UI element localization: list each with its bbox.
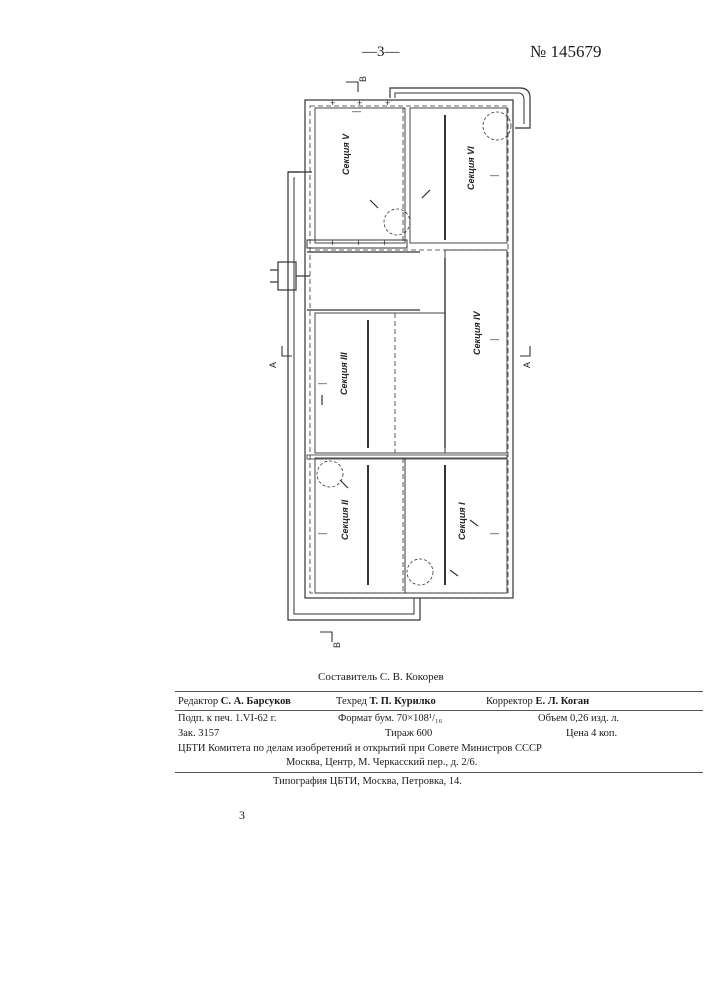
- section-2-label: Секция II: [340, 499, 350, 540]
- minus-mark: —: [490, 170, 499, 180]
- cut-b-top: В: [358, 76, 368, 82]
- compiler-line: Составитель С. В. Кокорев: [318, 671, 444, 683]
- plus-mark: +: [330, 98, 335, 108]
- address: Москва, Центр, М. Черкасский пер., д. 2/…: [286, 757, 477, 768]
- technical-drawing: Секция V Секция VI Секция IV Секция III …: [0, 0, 707, 660]
- cut-a-left: А: [268, 362, 278, 368]
- techred-name: Т. П. Курилко: [370, 696, 436, 707]
- minus-mark: —: [318, 378, 327, 388]
- corrector-name: Е. Л. Коган: [535, 696, 589, 707]
- plus-mark: +: [356, 238, 361, 248]
- corrector-label: Корректор: [486, 696, 533, 707]
- divider: [175, 772, 703, 773]
- section-4-label: Секция IV: [472, 310, 482, 355]
- page-mark: 3: [239, 808, 245, 823]
- corrector: Корректор Е. Л. Коган: [486, 696, 589, 707]
- editor-label: Редактор: [178, 696, 218, 707]
- section-6-label: Секция VI: [466, 146, 476, 190]
- pump-icon: [278, 262, 296, 290]
- plus-mark: +: [385, 98, 390, 108]
- print-run: Тираж 600: [385, 728, 432, 739]
- signed-date: Подп. к печ. 1.VI-62 г.: [178, 713, 276, 724]
- section-5-label: Секция V: [341, 133, 351, 175]
- section-3-label: Секция III: [339, 352, 349, 395]
- minus-mark: —: [490, 528, 499, 538]
- plus-mark: +: [330, 238, 335, 248]
- section-1-label: Секция I: [457, 502, 467, 540]
- volume: Объем 0,26 изд. л.: [538, 713, 619, 724]
- editor-name: С. А. Барсуков: [221, 696, 291, 707]
- techred: Техред Т. П. Курилко: [336, 696, 436, 707]
- minus-mark: —: [490, 334, 499, 344]
- paper-format: Формат бум. 70×108¹/₁₆: [338, 713, 442, 724]
- divider: [175, 691, 703, 692]
- cut-a-right: А: [522, 362, 532, 368]
- order-number: Зак. 3157: [178, 728, 219, 739]
- plus-mark: +: [382, 238, 387, 248]
- minus-mark: —: [352, 106, 361, 116]
- techred-label: Техред: [336, 696, 367, 707]
- divider: [175, 710, 703, 711]
- printer: Типография ЦБТИ, Москва, Петровка, 14.: [273, 776, 462, 787]
- committee: ЦБТИ Комитета по делам изобретений и отк…: [178, 743, 542, 754]
- minus-mark: —: [318, 528, 327, 538]
- editor: Редактор С. А. Барсуков: [178, 696, 291, 707]
- price: Цена 4 коп.: [566, 728, 617, 739]
- cut-b-bottom: В: [332, 642, 342, 648]
